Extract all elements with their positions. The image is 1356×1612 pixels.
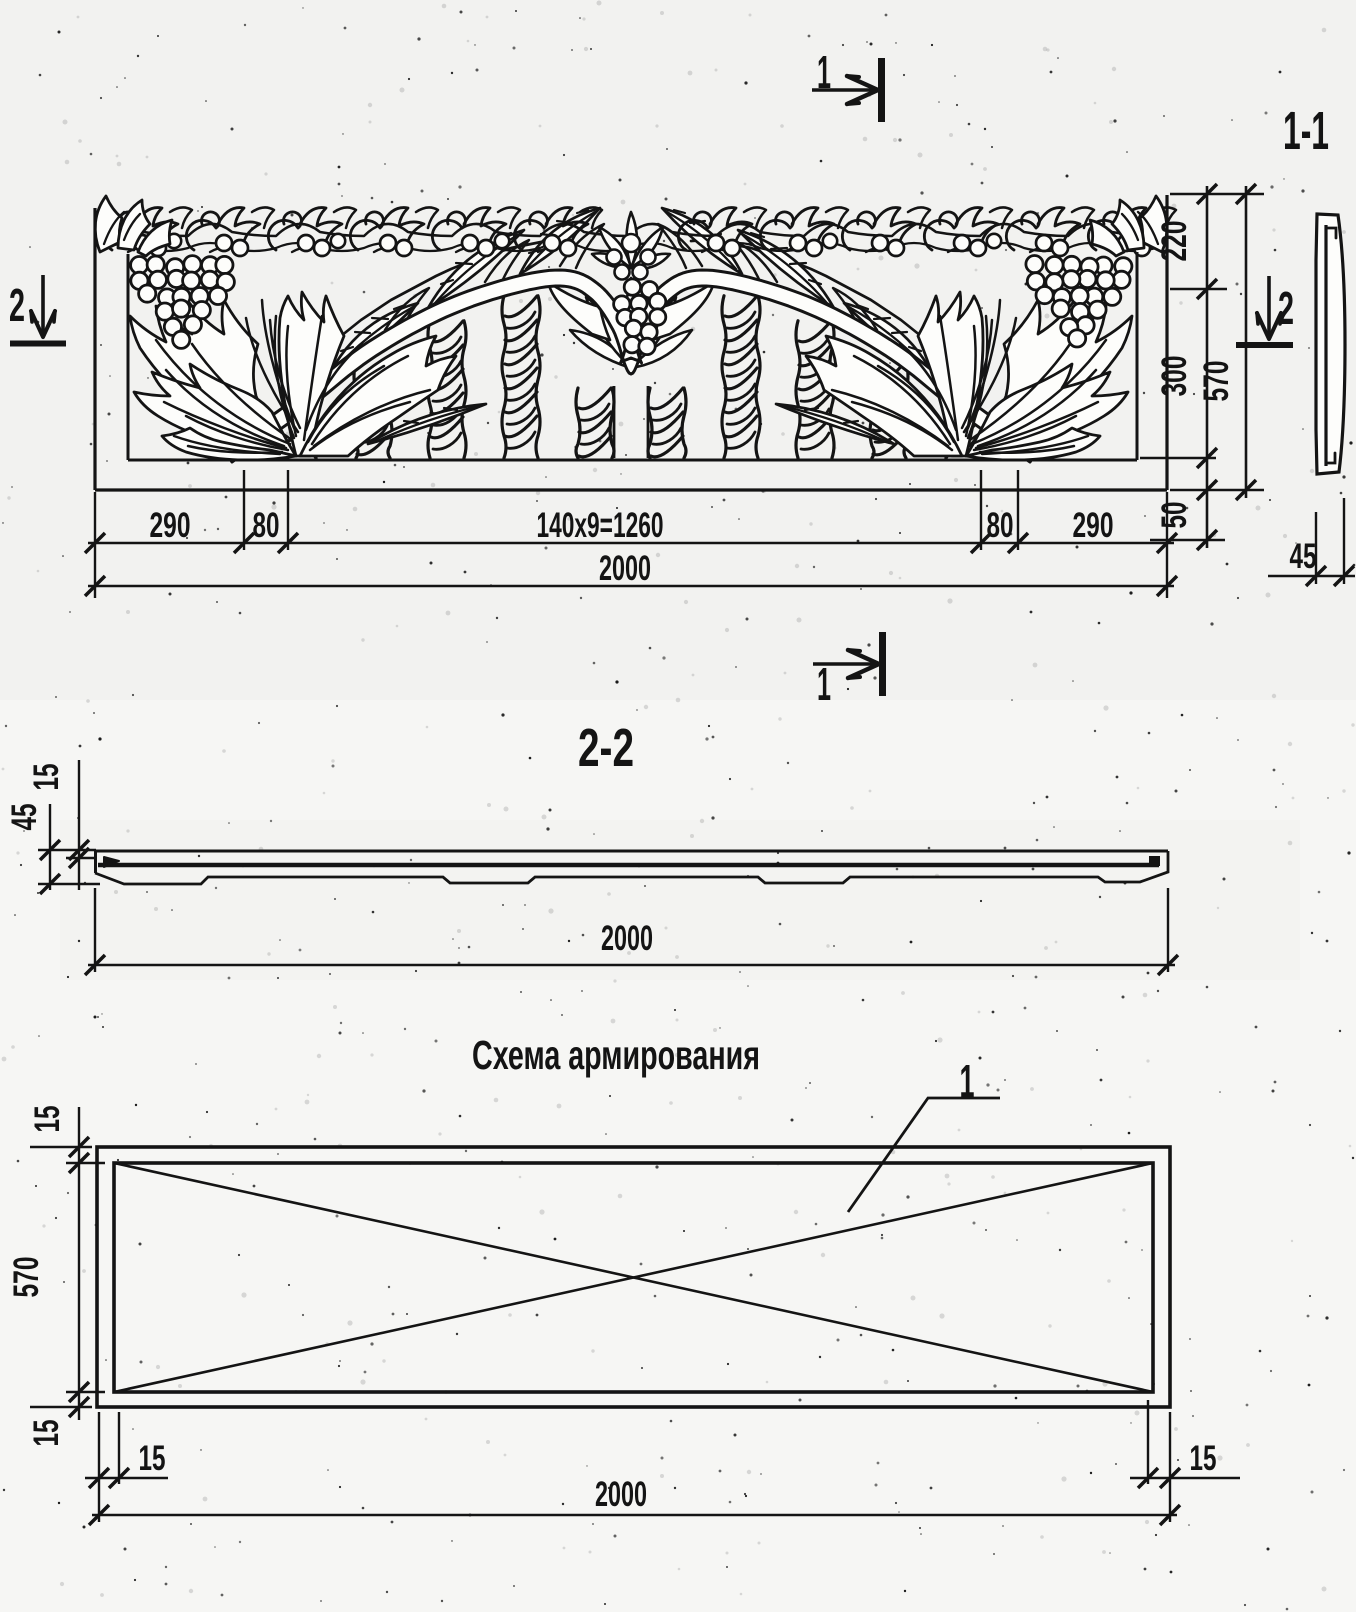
svg-text:140x9=1260: 140x9=1260 — [537, 506, 664, 545]
svg-text:15: 15 — [1190, 1439, 1217, 1478]
svg-text:1: 1 — [817, 46, 831, 98]
svg-text:290: 290 — [150, 506, 191, 545]
svg-text:1-1: 1-1 — [1283, 101, 1329, 161]
svg-text:2-2: 2-2 — [578, 718, 634, 778]
svg-text:45: 45 — [1290, 537, 1317, 576]
svg-text:290: 290 — [1073, 506, 1114, 545]
svg-text:15: 15 — [27, 764, 66, 791]
svg-text:2000: 2000 — [601, 919, 653, 958]
svg-text:15: 15 — [27, 1420, 66, 1447]
svg-text:Схема армирования: Схема армирования — [472, 1032, 760, 1078]
svg-text:1: 1 — [817, 658, 831, 710]
svg-text:45: 45 — [5, 804, 44, 831]
svg-text:570: 570 — [7, 1257, 46, 1298]
svg-text:80: 80 — [253, 506, 280, 545]
svg-text:15: 15 — [139, 1439, 166, 1478]
svg-text:50: 50 — [1155, 502, 1194, 529]
svg-text:15: 15 — [28, 1106, 67, 1133]
svg-text:570: 570 — [1197, 361, 1236, 402]
svg-text:2: 2 — [1278, 282, 1294, 334]
svg-text:300: 300 — [1155, 356, 1194, 397]
svg-text:1: 1 — [960, 1055, 975, 1107]
svg-text:2000: 2000 — [595, 1475, 647, 1514]
svg-text:80: 80 — [987, 506, 1014, 545]
svg-text:2: 2 — [9, 279, 25, 331]
svg-text:2000: 2000 — [599, 549, 651, 588]
svg-text:220: 220 — [1155, 221, 1194, 262]
